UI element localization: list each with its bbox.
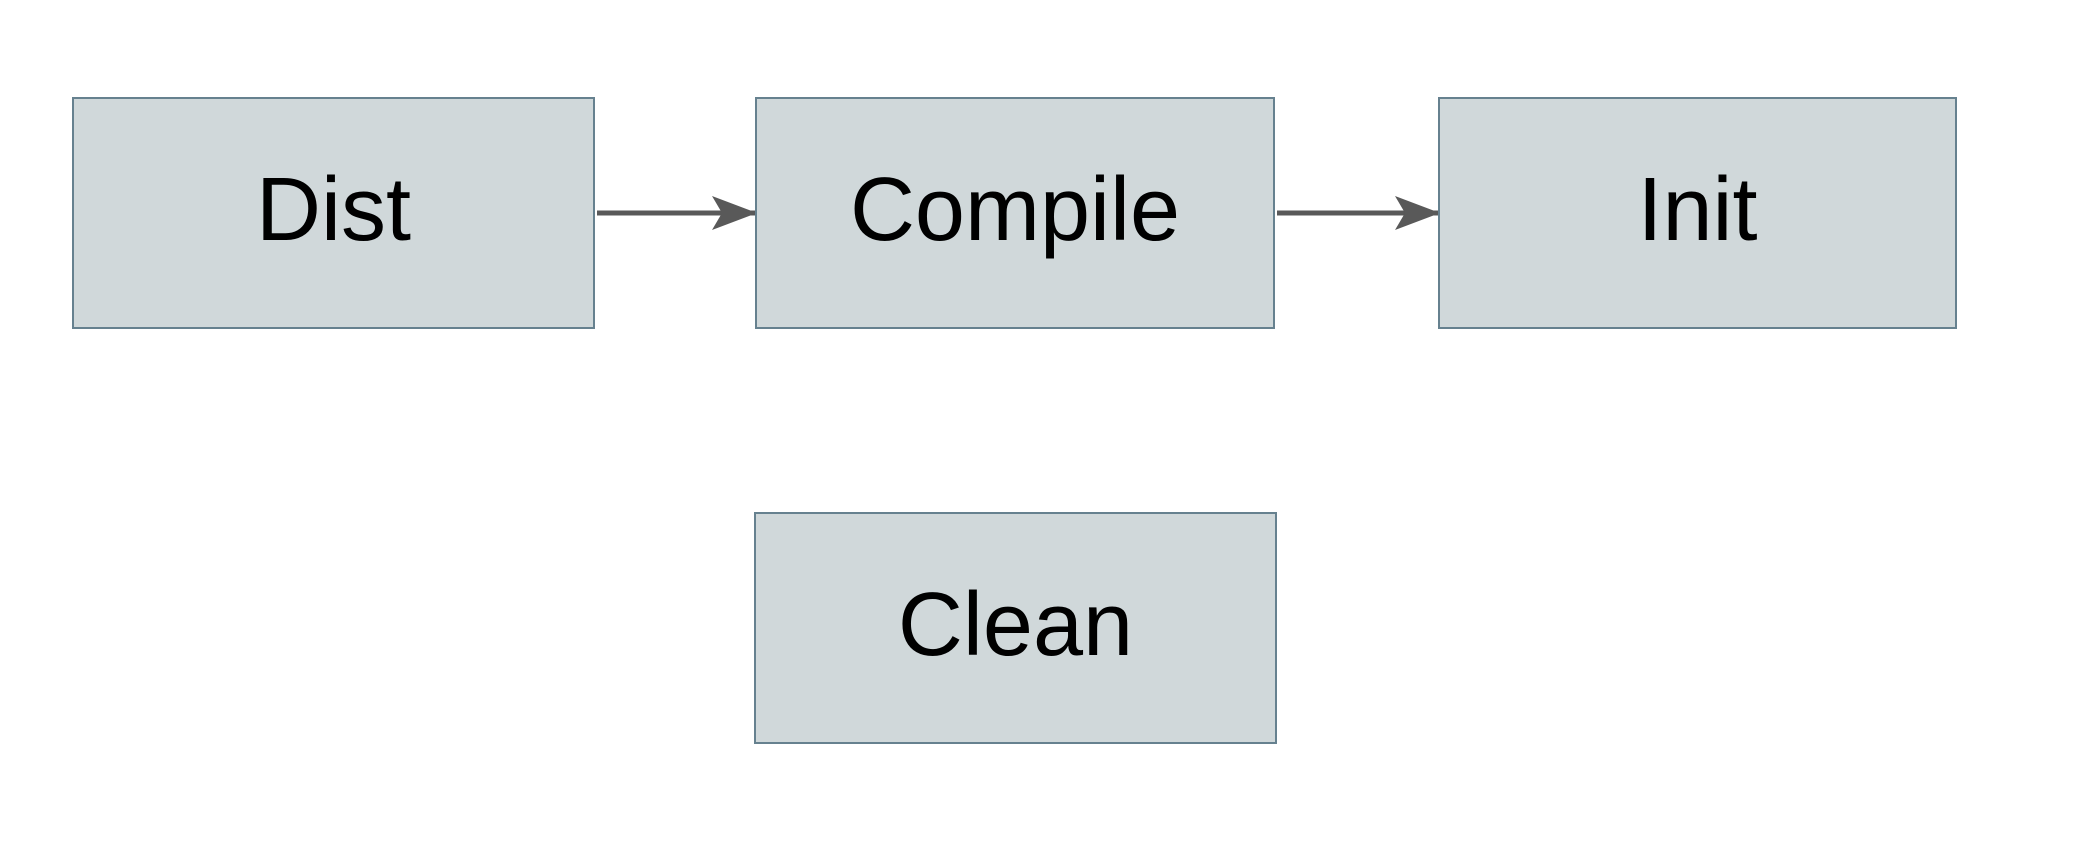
node-clean: Clean [754,512,1277,744]
node-init-label: Init [1637,160,1758,260]
node-dist: Dist [72,97,595,329]
node-compile: Compile [755,97,1275,329]
node-clean-label: Clean [897,575,1134,675]
node-init: Init [1438,97,1957,329]
node-dist-label: Dist [256,160,411,260]
node-compile-label: Compile [849,160,1181,260]
